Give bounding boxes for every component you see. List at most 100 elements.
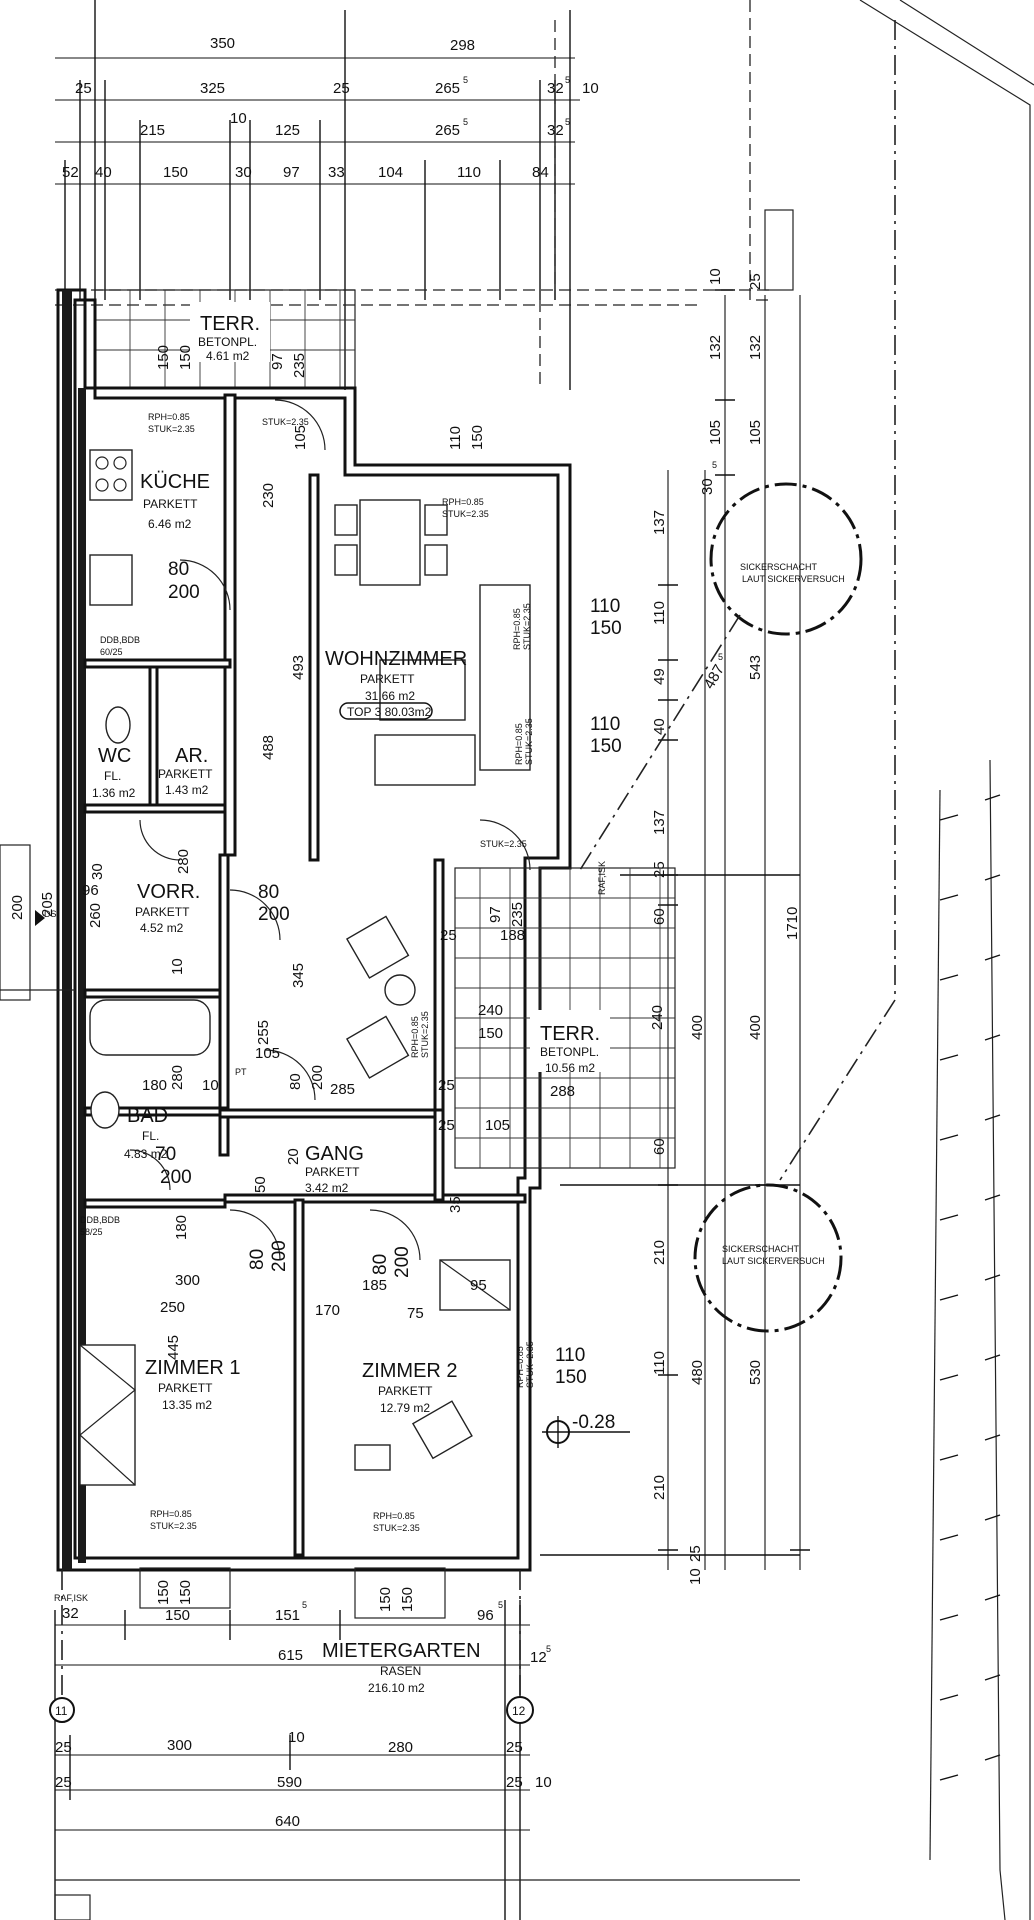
- dim-180b: 180: [142, 1077, 167, 1094]
- terr-dim-25a: 25: [440, 927, 457, 944]
- dim-r2-25: 25: [747, 273, 764, 290]
- dim-105i: 105: [292, 425, 309, 450]
- terr-dim-60: 60: [651, 908, 668, 925]
- door-swings: [129, 399, 531, 1261]
- terrace-right-name: TERR.: [540, 1023, 600, 1045]
- dim-185: 185: [362, 1277, 387, 1294]
- dim-255: 255: [255, 1020, 272, 1045]
- dim-150: 150: [163, 164, 188, 181]
- win-110c: 110: [555, 1345, 585, 1366]
- terr-dim-150b: 150: [177, 345, 194, 370]
- dim-r-49: 49: [651, 668, 668, 685]
- dim-84: 84: [532, 164, 549, 181]
- dim-250i: 250: [160, 1299, 185, 1316]
- note-rph-side1: RPH=0.85: [512, 608, 522, 650]
- dim-110i: 110: [447, 426, 464, 450]
- exterior-walls: [56, 288, 572, 1572]
- dim-r-210a: 210: [651, 1240, 668, 1265]
- bot-sup5c: 5: [546, 1644, 551, 1654]
- ar-floor: PARKETT: [158, 767, 213, 781]
- vorr-name: VORR.: [137, 881, 200, 903]
- bot-640: 640: [275, 1813, 300, 1830]
- sickerschacht-2: SICKERSCHACHT LAUT SICKERVERSUCH: [693, 1183, 843, 1333]
- gang-floor: PARKETT: [305, 1165, 360, 1179]
- note-stuk-wohn: STUK=2.35: [442, 509, 489, 519]
- terr-dim-25c: 25: [438, 1117, 455, 1134]
- dim-20: 20: [285, 1148, 302, 1165]
- dim-r-10b: 10: [687, 1568, 704, 1585]
- dim-r-210b: 210: [651, 1475, 668, 1500]
- dim-445: 445: [165, 1335, 182, 1360]
- dim-r-137b: 137: [651, 810, 668, 835]
- bot-150c: 150: [377, 1587, 394, 1612]
- note-stuk-wohn3: STUK=2.35: [480, 839, 527, 849]
- dim-r-110: 110: [651, 601, 668, 625]
- terr-dim-240: 240: [478, 1002, 503, 1019]
- ar-area: 1.43 m2: [165, 783, 209, 797]
- dim-125: 125: [275, 122, 300, 139]
- terrace-top-name: TERR.: [200, 313, 260, 335]
- dim-sup5b: 5: [565, 75, 570, 85]
- dim-sup5c: 5: [463, 117, 468, 127]
- dim-265b: 265: [435, 122, 460, 139]
- dim-215: 215: [140, 122, 165, 139]
- gang-name: GANG: [305, 1143, 364, 1165]
- furniture: [79, 449, 531, 1486]
- win-200e: 200: [160, 1167, 192, 1188]
- dim-30i: 30: [89, 863, 106, 880]
- dim-r2-530: 530: [747, 1360, 764, 1385]
- win-80d: 80: [370, 1254, 391, 1275]
- bot-96: 96: [477, 1607, 494, 1624]
- note-stuk-east: STUK=2.35: [525, 1341, 535, 1388]
- dim-96: 96: [82, 882, 99, 899]
- win-200d: 200: [392, 1246, 413, 1278]
- dim-sup5a: 5: [463, 75, 468, 85]
- wohnzimmer-floor: PARKETT: [360, 672, 415, 686]
- vorr-floor: PARKETT: [135, 905, 190, 919]
- bot-25a: 25: [55, 1739, 72, 1756]
- bad-area: 4.83 m2: [124, 1147, 168, 1161]
- bot-10b: 10: [535, 1774, 552, 1791]
- terrace-right-floor: BETONPL.: [540, 1045, 599, 1059]
- dim-25b: 25: [333, 80, 350, 97]
- terr-dim-105: 105: [485, 1117, 510, 1134]
- bot-590: 590: [277, 1774, 302, 1791]
- bot-12: 12: [530, 1649, 547, 1666]
- zimmer2-area: 12.79 m2: [380, 1401, 430, 1415]
- zimmer1-name: ZIMMER 1: [145, 1357, 241, 1379]
- dim-104: 104: [378, 164, 403, 181]
- bot-151: 151: [275, 1607, 300, 1624]
- kueche-area: 6.46 m2: [148, 517, 192, 531]
- dim-325: 325: [200, 80, 225, 97]
- note-rph-side1b: STUK=2.35: [522, 603, 532, 650]
- bad-floor: FL.: [142, 1129, 159, 1143]
- dim-r-25a: 25: [651, 861, 668, 878]
- dim-200i: 200: [309, 1065, 326, 1090]
- terrace-top-area: 4.61 m2: [206, 349, 250, 363]
- dim-r-137a: 137: [651, 510, 668, 535]
- dim-488: 488: [260, 735, 277, 760]
- dim-35: 35: [447, 1196, 464, 1213]
- note-pt: PT: [235, 1067, 247, 1077]
- mietergarten-name: MIETERGARTEN: [322, 1640, 481, 1662]
- dim-40: 40: [95, 164, 112, 181]
- bot-150b: 150: [177, 1580, 194, 1605]
- terr-dim-288: 288: [550, 1083, 575, 1100]
- top-dimension-chains: 350 298 25 325 25 265 5 32 5 10 215 10 1…: [55, 0, 599, 390]
- win-150c: 150: [555, 1367, 587, 1388]
- win-200a: 200: [168, 582, 200, 603]
- dim-r2-543: 543: [747, 655, 764, 680]
- zimmer2-floor: PARKETT: [378, 1384, 433, 1398]
- sickerschacht-2-label: SICKERSCHACHT: [722, 1244, 800, 1254]
- dim-110: 110: [457, 164, 481, 181]
- dim-r2-sup5b: 5: [718, 652, 723, 662]
- bot-150d: 150: [399, 1587, 416, 1612]
- bot-150r: 150: [165, 1607, 190, 1624]
- dim-300i: 300: [175, 1272, 200, 1289]
- bot-25c: 25: [55, 1774, 72, 1791]
- dim-345: 345: [290, 963, 307, 988]
- dim-sup5d: 5: [565, 117, 570, 127]
- dim-r2-132: 132: [747, 335, 764, 360]
- bot-280: 280: [388, 1739, 413, 1756]
- bot-150a: 150: [155, 1580, 172, 1605]
